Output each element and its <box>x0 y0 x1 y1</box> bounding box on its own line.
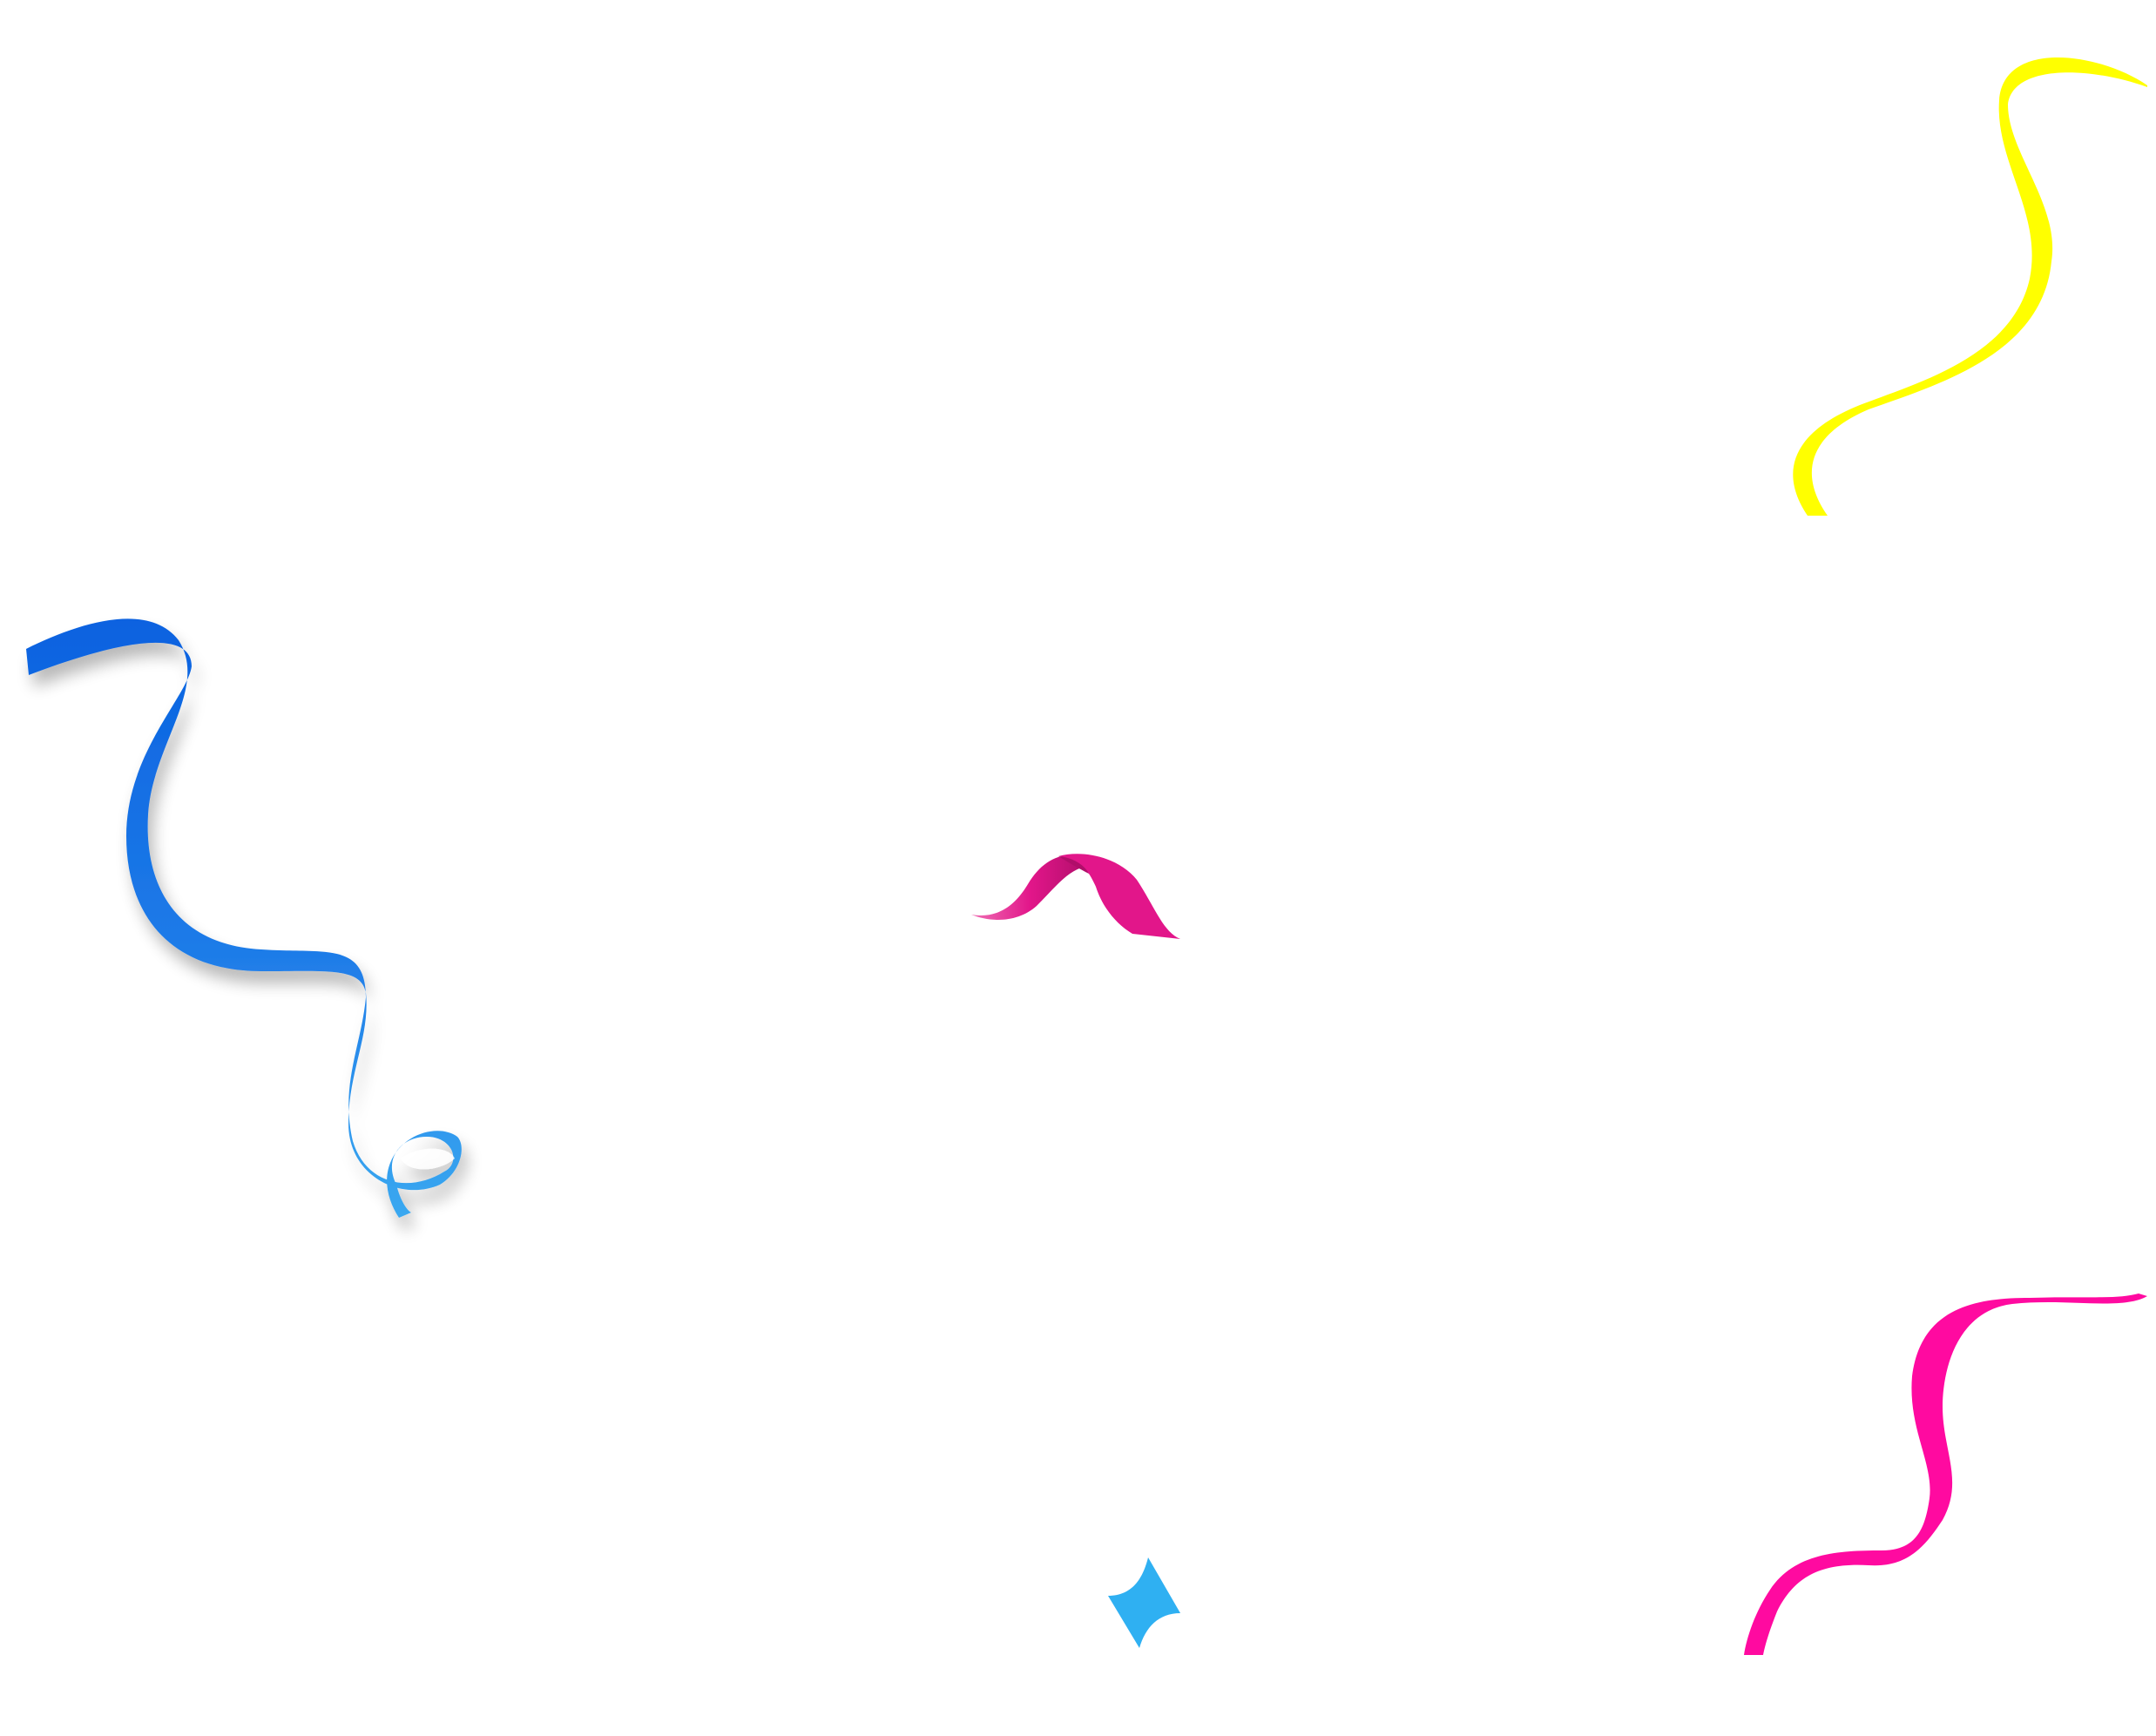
ribbon-pink-fold-shade <box>1058 856 1089 874</box>
ribbon-cyan-bottom <box>1108 1557 1180 1648</box>
ribbon-blue-left <box>26 618 462 1218</box>
ribbon-pink-right-wing <box>1058 854 1180 939</box>
ribbon-blue-body <box>26 618 462 1218</box>
ribbon-magenta-bottom-right <box>1744 1294 2147 1655</box>
ribbon-blue-inner-fold <box>401 1148 455 1170</box>
ribbon-yellow-top-right <box>1793 57 2147 516</box>
ribbon-pink-left-wing <box>971 854 1089 920</box>
ribbon-pink-center <box>971 854 1180 939</box>
